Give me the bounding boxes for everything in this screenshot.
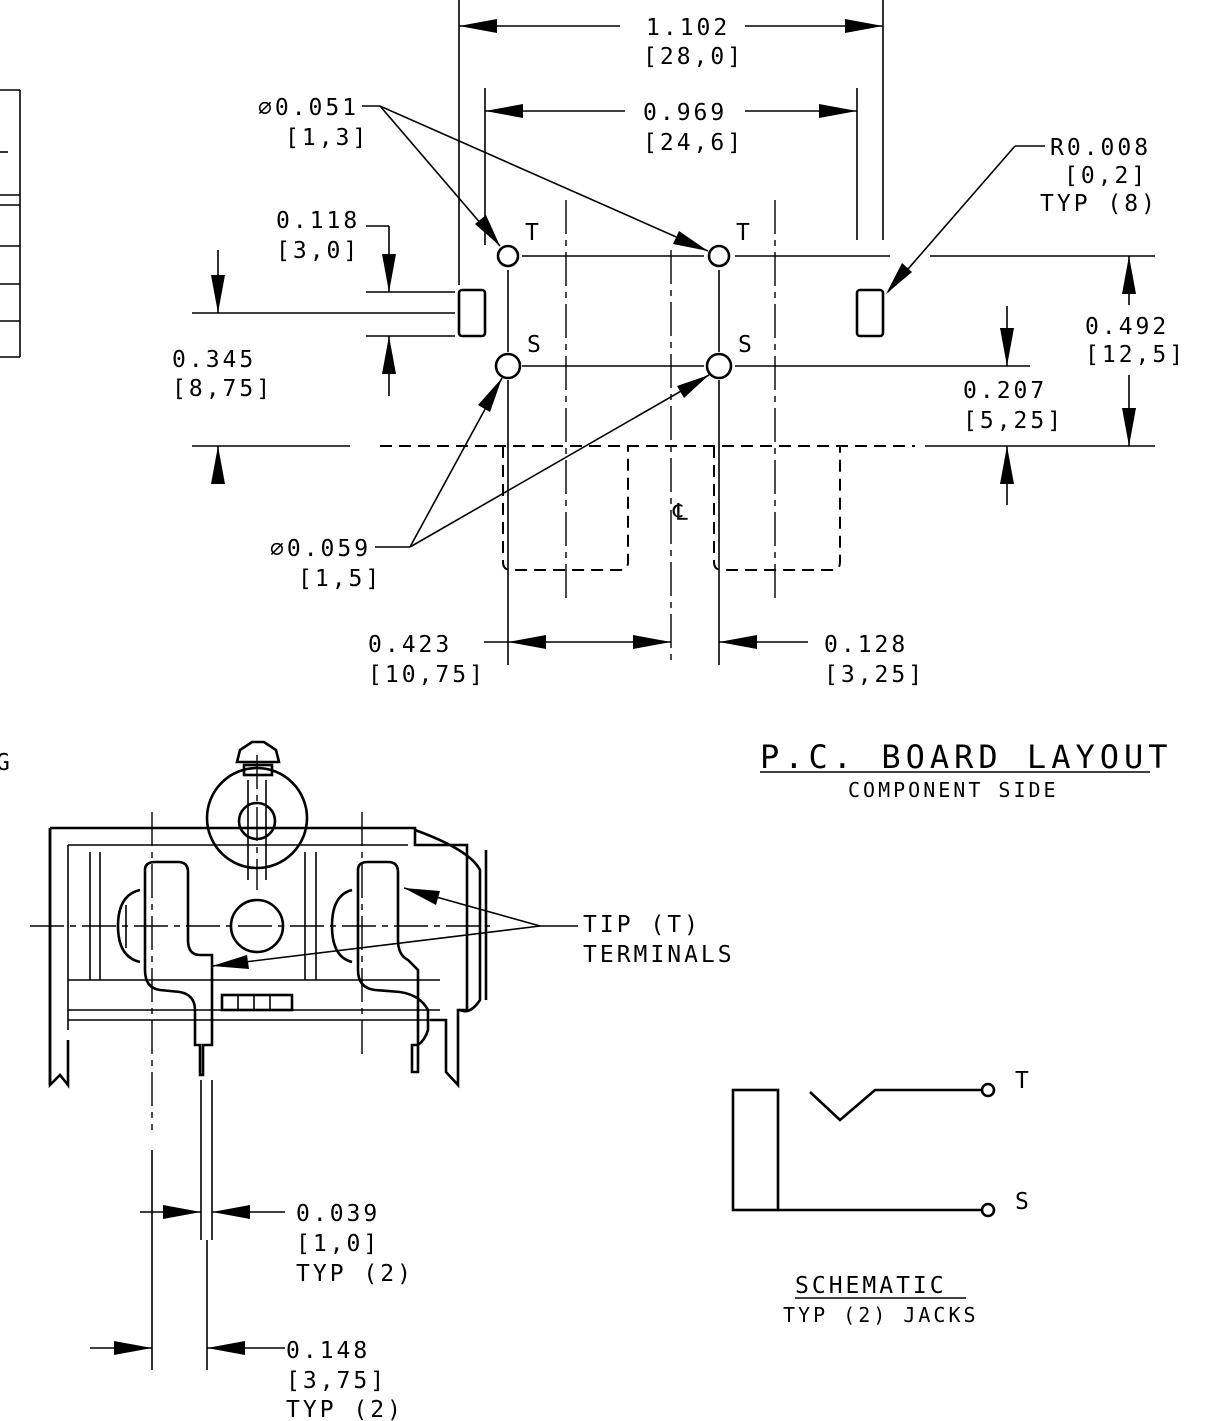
dim-radius: R0.008 — [1050, 135, 1151, 161]
partial-table — [0, 89, 21, 358]
dim-height-s-row: 0.207 — [963, 378, 1047, 404]
dim-slot-height-metric: [3,0] — [276, 238, 360, 264]
dim-hole-small-metric: [1,3] — [285, 125, 369, 151]
dim-height-right-metric: [12,5] — [1085, 342, 1186, 368]
dim-pin-width-note: TYP (2) — [296, 1261, 414, 1287]
dim-pin-width-metric: [1,0] — [296, 1231, 380, 1257]
pin-label-t-left: T — [525, 220, 542, 246]
pcb-subtitle: COMPONENT SIDE — [848, 778, 1059, 802]
dim-hole-small: ∅0.051 — [258, 95, 359, 121]
dim-width-total-metric: [28,0] — [643, 44, 744, 70]
dim-pin-offset-metric: [3,75] — [286, 1368, 387, 1394]
hole-s-left — [494, 352, 522, 380]
dim-pin-offset-note: TYP (2) — [286, 1397, 404, 1421]
hole-t-right — [707, 244, 731, 268]
centerline-symbol: ℄ — [672, 500, 691, 526]
pin-label-s-right: S — [738, 332, 755, 358]
fragment-label: G — [0, 750, 13, 776]
slot-right — [855, 288, 885, 338]
dim-offset-right: 0.128 — [824, 632, 908, 658]
dim-height-left-metric: [8,75] — [172, 376, 273, 402]
dim-offset-left-metric: [10,75] — [368, 662, 486, 688]
schematic: T S SCHEMATIC TYP (2) JACKS — [731, 1068, 1032, 1327]
dim-width-inner: 0.969 — [643, 100, 727, 126]
dim-radius-note: TYP (8) — [1040, 191, 1158, 217]
pcb-layout: T T S S ℄ 1.102 [28,0] 0.969 [24,6] ∅0.0… — [172, 0, 1186, 802]
dim-offset-left: 0.423 — [368, 632, 452, 658]
dim-offset-right-metric: [3,25] — [824, 662, 925, 688]
dim-pin-width: 0.039 — [296, 1201, 380, 1227]
dim-height-s-row-metric: [5,25] — [963, 408, 1064, 434]
dim-hole-large: ∅0.059 — [270, 536, 371, 562]
dim-height-left: 0.345 — [172, 347, 256, 373]
hole-s-right — [705, 352, 733, 380]
callout-line2: TERMINALS — [583, 942, 735, 968]
hole-t-left — [496, 244, 520, 268]
dim-width-inner-metric: [24,6] — [643, 130, 744, 156]
dim-hole-large-metric: [1,5] — [298, 566, 382, 592]
schematic-label-t: T — [1015, 1068, 1032, 1094]
dim-radius-metric: [0,2] — [1064, 163, 1148, 189]
dim-pin-offset: 0.148 — [286, 1338, 370, 1364]
callout-line1: TIP (T) — [583, 912, 701, 938]
schematic-subtitle: TYP (2) JACKS — [783, 1303, 979, 1327]
schematic-label-s: S — [1015, 1189, 1032, 1215]
pin-label-s-left: S — [527, 332, 544, 358]
dim-height-right: 0.492 — [1085, 314, 1169, 340]
side-view: TIP (T) TERMINALS 0.039 [1,0] TYP (2) 0.… — [30, 740, 735, 1421]
dim-width-total: 1.102 — [646, 15, 730, 41]
schematic-title: SCHEMATIC — [795, 1273, 947, 1299]
pcb-title: P.C. BOARD LAYOUT — [760, 738, 1173, 776]
slot-left — [457, 288, 487, 338]
dim-slot-height: 0.118 — [276, 208, 360, 234]
pin-label-t-right: T — [736, 220, 753, 246]
